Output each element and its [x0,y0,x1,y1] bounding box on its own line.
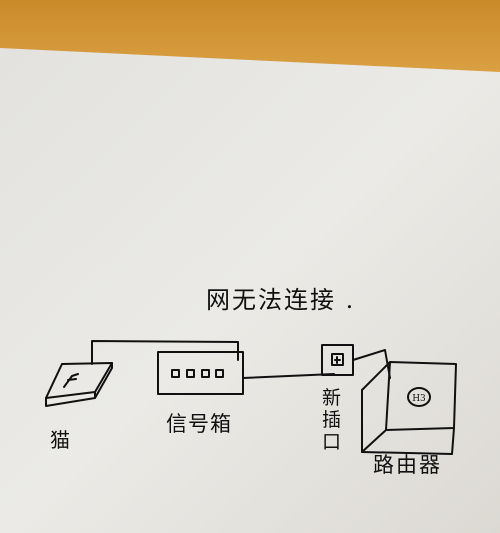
router-device [361,361,457,455]
modem-logo-mark [63,373,79,388]
signal-box-port-2 [186,369,195,378]
signal-box-device [157,351,244,395]
cable-signal-box-to-socket [242,373,335,379]
label-new-socket: 新插口 [321,387,342,453]
signal-box-port-3 [201,369,210,378]
signal-box-port-4 [215,369,224,378]
label-modem: 猫 [50,428,71,452]
modem-device [45,362,113,407]
router-badge-label: H3 [412,394,426,404]
signal-box-port-1 [171,369,180,378]
label-signal-box: 信号箱 [166,412,232,436]
note-title: 网无法连接 . [206,286,356,314]
paper-sheet [0,48,500,533]
cable-socket-to-router [352,349,391,379]
router-badge [407,387,431,407]
label-router: 路由器 [373,453,442,477]
